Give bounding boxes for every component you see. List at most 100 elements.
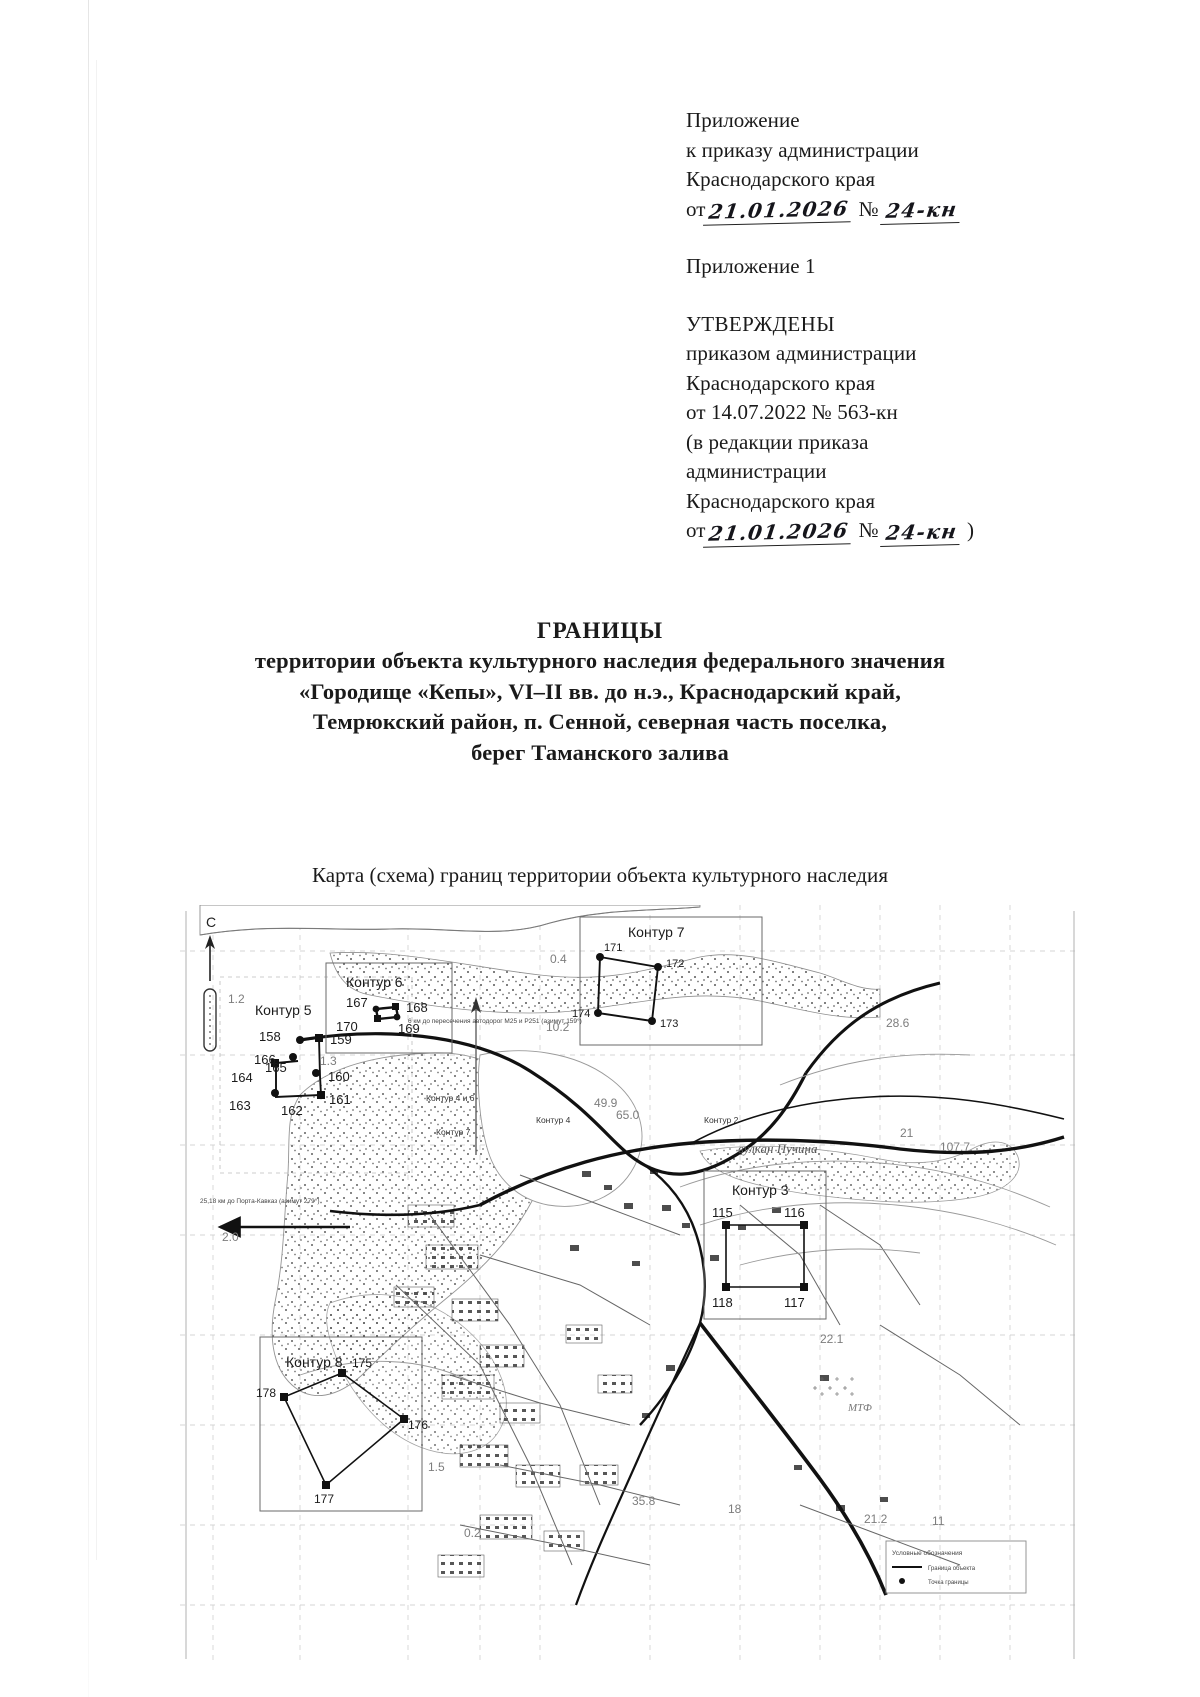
revision-number-sign: № bbox=[858, 518, 879, 542]
elevation-22-1: 22.1 bbox=[820, 1332, 844, 1346]
title-line-2: «Городище «Кепы», VI–II вв. до н.э., Кра… bbox=[298, 678, 901, 704]
document-header: Приложение к приказу администрации Красн… bbox=[686, 106, 1146, 548]
elevation-10-2: 10.2 bbox=[546, 1020, 570, 1034]
approved-line-3: от 14.07.2022 № 563-кн bbox=[686, 400, 898, 424]
legend-item-point: Точка границы bbox=[928, 1580, 969, 1586]
approved-line-5: администрации bbox=[686, 459, 827, 483]
contour-8-group: Контур 8 175 176 177 178 bbox=[256, 1336, 428, 1512]
contour-7-point-171: 171 bbox=[604, 942, 622, 954]
document-title-block: ГРАНИЦЫ территории объекта культурного н… bbox=[100, 616, 1100, 768]
contour-5-point-162: 162 bbox=[281, 1103, 303, 1118]
page-title: ГРАНИЦЫ bbox=[536, 618, 664, 643]
appendix-number-line: Приложение 1 bbox=[686, 254, 816, 278]
contour-5-point-161: 161 bbox=[329, 1092, 351, 1107]
scan-edge-artifact-secondary bbox=[96, 60, 97, 1560]
header-spacer-1 bbox=[686, 224, 1146, 252]
inline-label-kontur-7: Контур 7 bbox=[436, 1127, 471, 1137]
inline-label-kontur-4-6: Контур 4 и 6 bbox=[426, 1093, 475, 1103]
elevation-28-6: 28.6 bbox=[886, 1016, 910, 1030]
elevation-18: 18 bbox=[728, 1502, 742, 1516]
contour-5-point-165: 165 bbox=[265, 1060, 287, 1075]
revision-date-handwritten: 21.01.2026 bbox=[703, 517, 855, 548]
elevation-1-3: 1.3 bbox=[320, 1054, 337, 1068]
legend-item-boundary: Граница объекта bbox=[928, 1566, 976, 1572]
contour-3-point-116: 116 bbox=[784, 1205, 805, 1220]
contour-3-point-117: 117 bbox=[784, 1295, 805, 1310]
map-legend: Условные обозначения Граница объекта Точ… bbox=[885, 1540, 1027, 1594]
revision-close-paren: ) bbox=[966, 518, 974, 542]
main-roads bbox=[217, 981, 1065, 1606]
elevation-107-7: 107.7 bbox=[940, 1140, 970, 1154]
contour-7-point-174: 174 bbox=[572, 1008, 590, 1020]
scan-edge-artifact bbox=[88, 0, 89, 1697]
contour-7-point-173: 173 bbox=[660, 1018, 678, 1030]
elevation-0-2: 0.2 bbox=[464, 1526, 481, 1540]
revision-date-prefix: от bbox=[686, 518, 706, 542]
marsh-area-east bbox=[699, 1141, 1020, 1203]
north-arrow-icon: С bbox=[203, 914, 217, 1052]
elevation-1-2: 1.2 bbox=[228, 992, 245, 1006]
contour-5-label: Контур 5 bbox=[255, 1002, 312, 1018]
header-spacer-2 bbox=[686, 282, 1146, 310]
contour-5-point-166: 166 bbox=[254, 1052, 276, 1067]
map-note-azimuth-2: 25,18 км до Порта-Кавказ (азимут 279°) bbox=[200, 1197, 320, 1205]
svg-text:МТФ: МТФ bbox=[847, 1402, 872, 1414]
contour-6-label: Контур 6 bbox=[346, 974, 403, 990]
north-arrow-icon-secondary bbox=[471, 997, 481, 1155]
contour-5-group: Контур 5 158 159 160 161 162 163 164 16 bbox=[219, 976, 413, 1174]
elevation-1-5: 1.5 bbox=[428, 1460, 445, 1474]
boundary-map: Контур 5 158 159 160 161 162 163 164 16 bbox=[180, 905, 1080, 1665]
inline-label-kontur-2: Контур 2 bbox=[704, 1115, 739, 1125]
approved-heading: УТВЕРЖДЕНЫ bbox=[686, 311, 835, 336]
contour-5-point-158: 158 bbox=[259, 1029, 281, 1044]
elevation-0-4: 0.4 bbox=[550, 952, 567, 966]
contour-3-label: Контур 3 bbox=[732, 1182, 789, 1198]
order-number-sign: № bbox=[858, 196, 879, 221]
contour-7-point-172: 172 bbox=[666, 958, 684, 970]
marsh-symbol-group: МТФ bbox=[810, 1375, 872, 1414]
contour-3-point-118: 118 bbox=[712, 1295, 733, 1310]
approved-line-6: Краснодарского края bbox=[686, 488, 876, 513]
title-line-3: Темрюкский район, п. Сенной, северная ча… bbox=[312, 709, 888, 734]
revision-date-row: от 21.01.2026 № 24-кн ) bbox=[686, 516, 1146, 548]
contour-5-point-163: 163 bbox=[229, 1098, 251, 1113]
appendix-line-1: Приложение bbox=[686, 108, 800, 132]
contour-3-point-115: 115 bbox=[712, 1205, 733, 1220]
contour-7-group: Контур 7 171 172 173 174 bbox=[572, 916, 763, 1046]
street-network bbox=[395, 1174, 1021, 1566]
contour-8-label: Контур 8 bbox=[286, 1354, 343, 1370]
appendix-line-2: к приказу администрации bbox=[686, 137, 919, 162]
order-date-handwritten: 21.01.2026 bbox=[703, 196, 855, 226]
title-line-1: территории объекта культурного наследия … bbox=[254, 648, 946, 673]
revision-number-handwritten: 24-кн bbox=[879, 518, 963, 547]
title-line-4: берег Таманского залива bbox=[471, 739, 729, 765]
contour-7-label: Контур 7 bbox=[628, 924, 685, 940]
elevation-21: 21 bbox=[900, 1126, 914, 1140]
contour-8-point-175: 175 bbox=[352, 1356, 372, 1370]
order-number-handwritten: 24-кн bbox=[879, 197, 963, 225]
contour-6-point-167: 167 bbox=[346, 995, 368, 1010]
contour-6-point-170: 170 bbox=[336, 1019, 358, 1034]
map-note-azimuth-1: 6 км до пересечения автодорог М25 и Р251… bbox=[408, 1017, 582, 1025]
appendix-line-3: Краснодарского края bbox=[686, 167, 876, 191]
contour-5-point-164: 164 bbox=[231, 1070, 253, 1085]
contour-6-group: Контур 6 167 168 169 170 bbox=[325, 962, 453, 1054]
north-arrow-label: С bbox=[206, 914, 216, 930]
elevation-65-0: 65.0 bbox=[616, 1108, 640, 1122]
elevation-35-8: 35.8 bbox=[632, 1494, 656, 1508]
approved-line-1: приказом администрации bbox=[686, 341, 917, 365]
inline-label-kontur-4: Контур 4 bbox=[536, 1115, 571, 1125]
legend-title: Условные обозначения bbox=[892, 1549, 963, 1557]
contour-6-point-168: 168 bbox=[406, 1000, 428, 1015]
contour-6-point-169: 169 bbox=[398, 1021, 420, 1036]
contour-8-point-176: 176 bbox=[408, 1418, 428, 1432]
contour-8-point-178: 178 bbox=[256, 1386, 276, 1400]
contour-5-point-159: 159 bbox=[330, 1032, 352, 1047]
approved-line-4: (в редакции приказа bbox=[686, 429, 869, 454]
order-date-prefix: от bbox=[686, 196, 706, 221]
elevation-49-9: 49.9 bbox=[594, 1096, 618, 1110]
map-frame bbox=[185, 911, 1075, 1659]
place-label-vulkan-puchina: вулкан Пучина bbox=[738, 1141, 818, 1156]
contour-3-group: Контур 3 115 116 117 118 bbox=[703, 1170, 827, 1320]
